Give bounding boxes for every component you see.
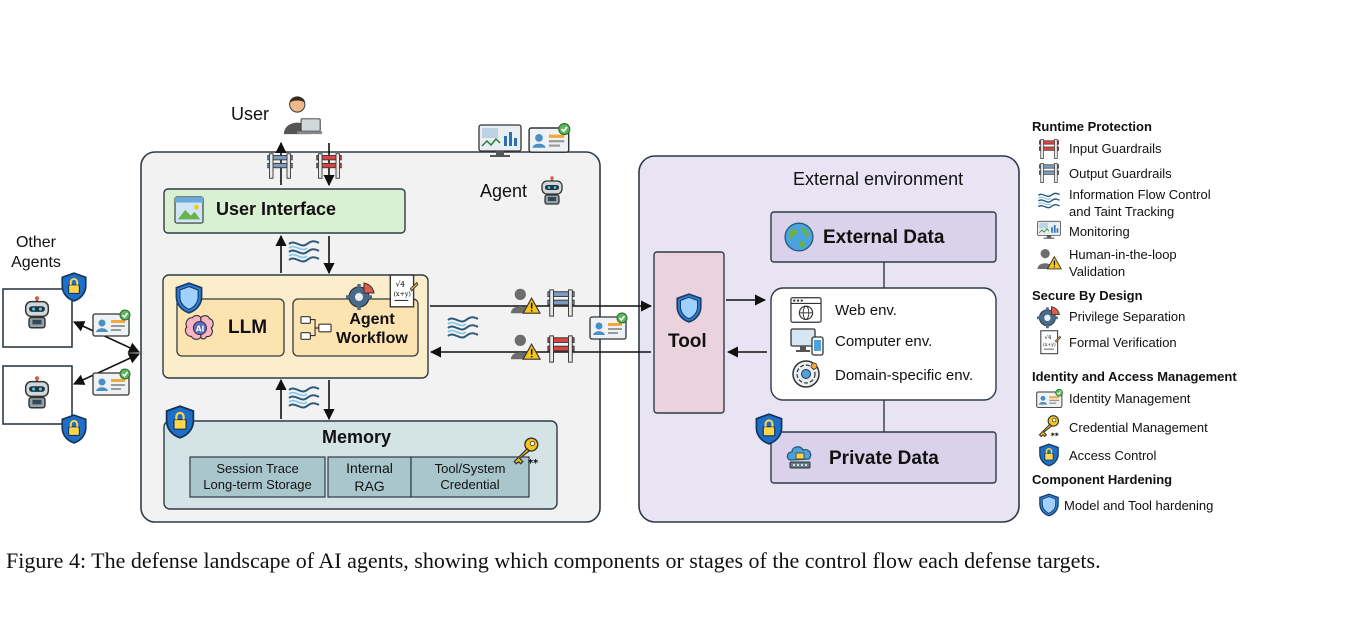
tool-box bbox=[653, 251, 725, 414]
web-browser-icon bbox=[790, 297, 822, 323]
legend-item-label: Privilege Separation bbox=[1069, 309, 1186, 324]
legend-item-label: Identity Management bbox=[1069, 391, 1191, 406]
env-web-label: Web env. bbox=[835, 302, 897, 319]
tool-label: Tool bbox=[668, 331, 707, 352]
legend-item-label: Input Guardrails bbox=[1069, 141, 1162, 156]
information-flow-icon bbox=[1037, 192, 1061, 209]
legend-section-title: Component Hardening bbox=[1032, 472, 1173, 487]
legend-section-title: Identity and Access Management bbox=[1032, 369, 1237, 384]
llm-label: LLM bbox=[228, 317, 268, 338]
human-in-loop-icon bbox=[1037, 248, 1062, 270]
external-data-label: External Data bbox=[823, 227, 945, 248]
globe-icon bbox=[784, 222, 814, 252]
other-agents-label: Other Agents bbox=[11, 234, 61, 271]
legend-item-label: Human-in-the-loop Validation bbox=[1069, 247, 1177, 279]
agent-label: Agent bbox=[480, 181, 528, 201]
user-avatar-icon bbox=[283, 96, 323, 135]
legend-item-label: Formal Verification bbox=[1069, 335, 1177, 350]
formal-verification-icon bbox=[389, 274, 419, 308]
gallery-icon bbox=[174, 196, 204, 224]
memory-item-session-label: Session Trace Long-term Storage bbox=[203, 461, 312, 492]
legend-item-label: Model and Tool hardening bbox=[1064, 498, 1214, 513]
tool-id-card-icon bbox=[589, 312, 628, 340]
formal-verification-icon bbox=[1040, 330, 1062, 355]
hardening-shield-icon bbox=[1039, 493, 1059, 517]
other-agent-id-card-icon bbox=[92, 368, 131, 396]
legend-item-label: Monitoring bbox=[1069, 224, 1130, 239]
user-interface-box bbox=[163, 188, 406, 234]
private-data-box bbox=[770, 431, 997, 484]
memory-item-credential bbox=[410, 456, 530, 498]
other-agent-lock-icon bbox=[61, 414, 87, 444]
private-data-label: Private Data bbox=[829, 448, 939, 469]
legend-item-label: Information Flow Control and Taint Track… bbox=[1069, 187, 1211, 219]
input-guardrail-icon bbox=[1039, 139, 1059, 159]
legend-section-title: Runtime Protection bbox=[1032, 119, 1152, 134]
monitoring-icon bbox=[1037, 220, 1061, 240]
legend-item-label: Credential Management bbox=[1069, 420, 1208, 435]
llm-box bbox=[176, 298, 285, 357]
identity-card-icon bbox=[1036, 388, 1064, 408]
memory-item-rag-label: Internal RAG bbox=[346, 460, 393, 494]
legend-item-label: Access Control bbox=[1069, 448, 1157, 463]
domain-gear-icon bbox=[792, 360, 820, 388]
user-interface-label: User Interface bbox=[216, 199, 337, 219]
other-agent-id-card-icon bbox=[92, 309, 131, 337]
credential-key-icon bbox=[1038, 415, 1060, 440]
access-control-shield-icon bbox=[1039, 443, 1059, 467]
output-guardrail-icon bbox=[1039, 163, 1059, 183]
memory-item-session bbox=[189, 456, 326, 498]
env-domain-label: Domain-specific env. bbox=[835, 367, 974, 384]
memory-item-credential-label: Tool/System Credential bbox=[434, 461, 506, 492]
figure-caption: Figure 4: The defense landscape of AI ag… bbox=[6, 548, 1101, 573]
agent-workflow-label: Agent Workflow bbox=[336, 311, 408, 347]
legend-item-label: Output Guardrails bbox=[1069, 166, 1172, 181]
agent-id-card-icon bbox=[528, 122, 571, 154]
user-label: User bbox=[231, 104, 270, 124]
memory-label: Memory bbox=[322, 427, 392, 447]
external-environment-label: External environment bbox=[793, 169, 964, 189]
env-computer-label: Computer env. bbox=[835, 333, 933, 350]
privilege-separation-icon bbox=[1037, 305, 1061, 329]
legend-section-title: Secure By Design bbox=[1032, 288, 1143, 303]
brain-ai-icon bbox=[184, 314, 214, 340]
